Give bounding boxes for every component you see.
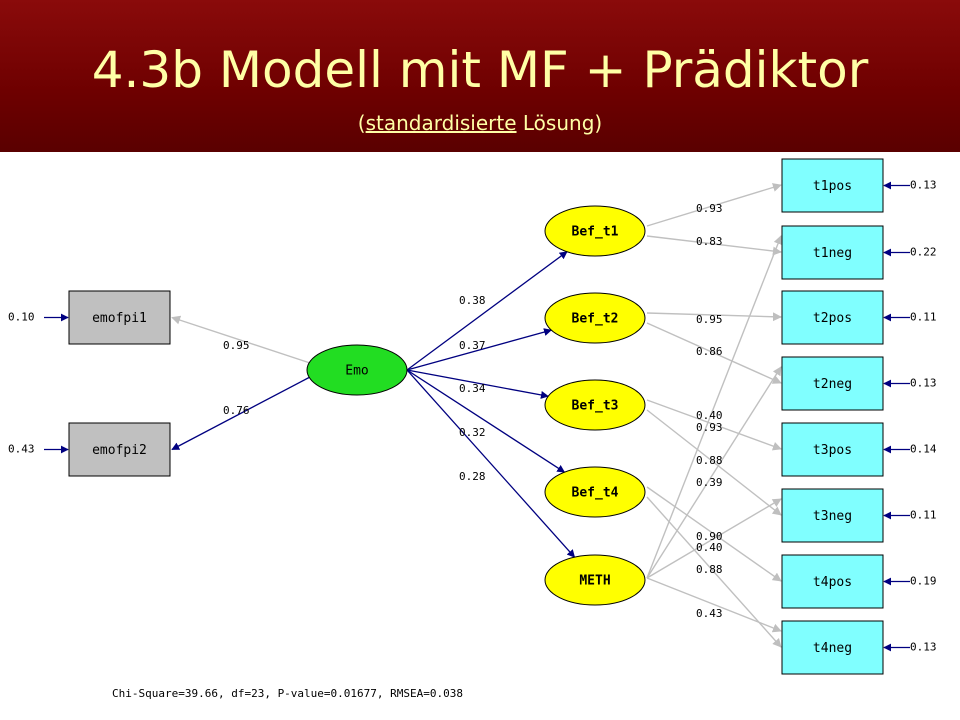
slide-subtitle: (standardisierte Lösung)	[0, 109, 960, 137]
box-label-t1pos: t1pos	[813, 179, 852, 194]
loading-arrow-bef-t1-t1neg	[646, 235, 782, 256]
path-label-bef-t3: 0.34	[459, 382, 486, 395]
subtitle-link[interactable]: standardisierte	[365, 111, 517, 135]
box-label-emofpi1: emofpi1	[92, 311, 147, 326]
fit-statistics: Chi-Square=39.66, df=23, P-value=0.01677…	[112, 687, 463, 700]
loading-arrow-bef-t3-t3neg	[646, 409, 782, 516]
box-t2pos	[781, 290, 884, 345]
factor-bef-t2	[544, 292, 646, 344]
path-lines	[44, 181, 910, 652]
error-value-t4pos: 0.19	[910, 575, 937, 588]
box-emofpi2	[68, 422, 171, 477]
error-value-t4neg: 0.13	[910, 641, 937, 654]
loading-label-bef-t4-t4neg: 0.88	[696, 563, 723, 576]
error-value-t2pos: 0.11	[910, 311, 937, 324]
loading-arrow-meth-t4neg	[646, 577, 782, 633]
factor-label-bef-t3: Bef_t3	[572, 399, 619, 414]
loading-arrow-bef-t2-t2neg	[646, 322, 782, 384]
factor-bef-t1	[544, 205, 646, 257]
loading-arrow-meth-t3neg	[646, 498, 782, 579]
box-label-t2pos: t2pos	[813, 311, 852, 326]
error-value-t3neg: 0.11	[910, 509, 937, 522]
factor-bef-t4	[544, 466, 646, 518]
factor-label-bef-t4: Bef_t4	[572, 486, 619, 501]
box-t4neg	[781, 620, 884, 675]
box-label-t3pos: t3pos	[813, 443, 852, 458]
error-value-t1neg: 0.22	[910, 246, 937, 259]
loading-arrow-meth-t1neg	[646, 235, 783, 579]
loading-arrow-bef-t1-t1pos	[646, 183, 782, 227]
factor-label-bef-t1: Bef_t1	[572, 225, 619, 240]
slide-header	[0, 0, 960, 152]
loading-label-bef-t1-t1pos: 0.93	[696, 202, 723, 215]
factor-emo	[306, 344, 408, 396]
box-label-t4neg: t4neg	[813, 641, 852, 656]
slide-title: 4.3b Modell mit MF + Prädiktor	[91, 41, 869, 99]
structural-arrow-bef-t3	[406, 369, 549, 399]
diagram-nodes: emofpi1 emofpi2 t1pos t1neg t2pos t2neg t3pos t…	[68, 158, 884, 675]
path-label-meth: 0.28	[459, 470, 486, 483]
loading-label-meth-t1neg: 0.40	[696, 409, 723, 422]
box-t3neg	[781, 488, 884, 543]
emo-loading-arrow-emofpi2	[171, 376, 311, 451]
emo-loading-arrow-emofpi1	[171, 315, 311, 364]
loading-label-bef-t3-t3neg: 0.88	[696, 454, 723, 467]
box-t1neg	[781, 225, 884, 280]
loading-arrow-bef-t4-t4pos	[646, 486, 782, 582]
subtitle-rest: Lösung)	[516, 111, 603, 135]
path-label-bef-t1: 0.38	[459, 294, 486, 307]
loading-label-meth-t2neg: 0.39	[696, 476, 723, 489]
path-label-bef-t4: 0.32	[459, 426, 486, 439]
factor-label-emo: Emo	[345, 364, 368, 379]
error-value-t2neg: 0.13	[910, 377, 937, 390]
error-value-t1pos: 0.13	[910, 179, 937, 192]
factor-meth	[544, 554, 646, 606]
loading-label-meth-t4neg: 0.43	[696, 607, 723, 620]
box-label-t2neg: t2neg	[813, 377, 852, 392]
structural-arrow-bef-t1	[406, 251, 568, 371]
loading-label-emofpi1: 0.95	[223, 339, 250, 352]
loading-arrow-bef-t3-t3pos	[646, 399, 782, 451]
loading-label-bef-t3-t3pos: 0.93	[696, 421, 723, 434]
loading-arrow-meth-t2neg	[646, 366, 782, 579]
error-value-emofpi2: 0.43	[8, 443, 35, 456]
box-t2neg	[781, 356, 884, 411]
loading-arrow-bef-t2-t2pos	[646, 312, 782, 322]
structural-arrow-meth	[406, 369, 576, 558]
loading-label-bef-t4-t4pos: 0.90	[696, 530, 723, 543]
box-label-t3neg: t3neg	[813, 509, 852, 524]
box-emofpi1	[68, 290, 171, 345]
box-label-t1neg: t1neg	[813, 246, 852, 261]
factor-label-bef-t2: Bef_t2	[572, 312, 619, 327]
box-t4pos	[781, 554, 884, 609]
loading-label-bef-t2-t2neg: 0.86	[696, 345, 723, 358]
error-value-emofpi1: 0.10	[8, 311, 35, 324]
path-label-bef-t2: 0.37	[459, 339, 486, 352]
box-t3pos	[781, 422, 884, 477]
loading-label-bef-t1-t1neg: 0.83	[696, 235, 723, 248]
box-t1pos	[781, 158, 884, 213]
structural-arrow-bef-t4	[406, 369, 566, 473]
loading-label-emofpi2: 0.76	[223, 404, 250, 417]
factor-bef-t3	[544, 379, 646, 431]
loading-label-meth-t3neg: 0.40	[696, 541, 723, 554]
factor-label-meth: METH	[579, 574, 610, 589]
box-label-t4pos: t4pos	[813, 575, 852, 590]
box-label-emofpi2: emofpi2	[92, 443, 147, 458]
loading-label-bef-t2-t2pos: 0.95	[696, 313, 723, 326]
path-labels: 0.10 0.95 0.43 0.76 0.38 0.37 0.34 0.32 0.28 0.93…	[8, 179, 937, 654]
error-value-t3pos: 0.14	[910, 443, 937, 456]
structural-arrow-bef-t2	[406, 328, 553, 371]
subtitle-paren-open: (	[357, 111, 366, 135]
